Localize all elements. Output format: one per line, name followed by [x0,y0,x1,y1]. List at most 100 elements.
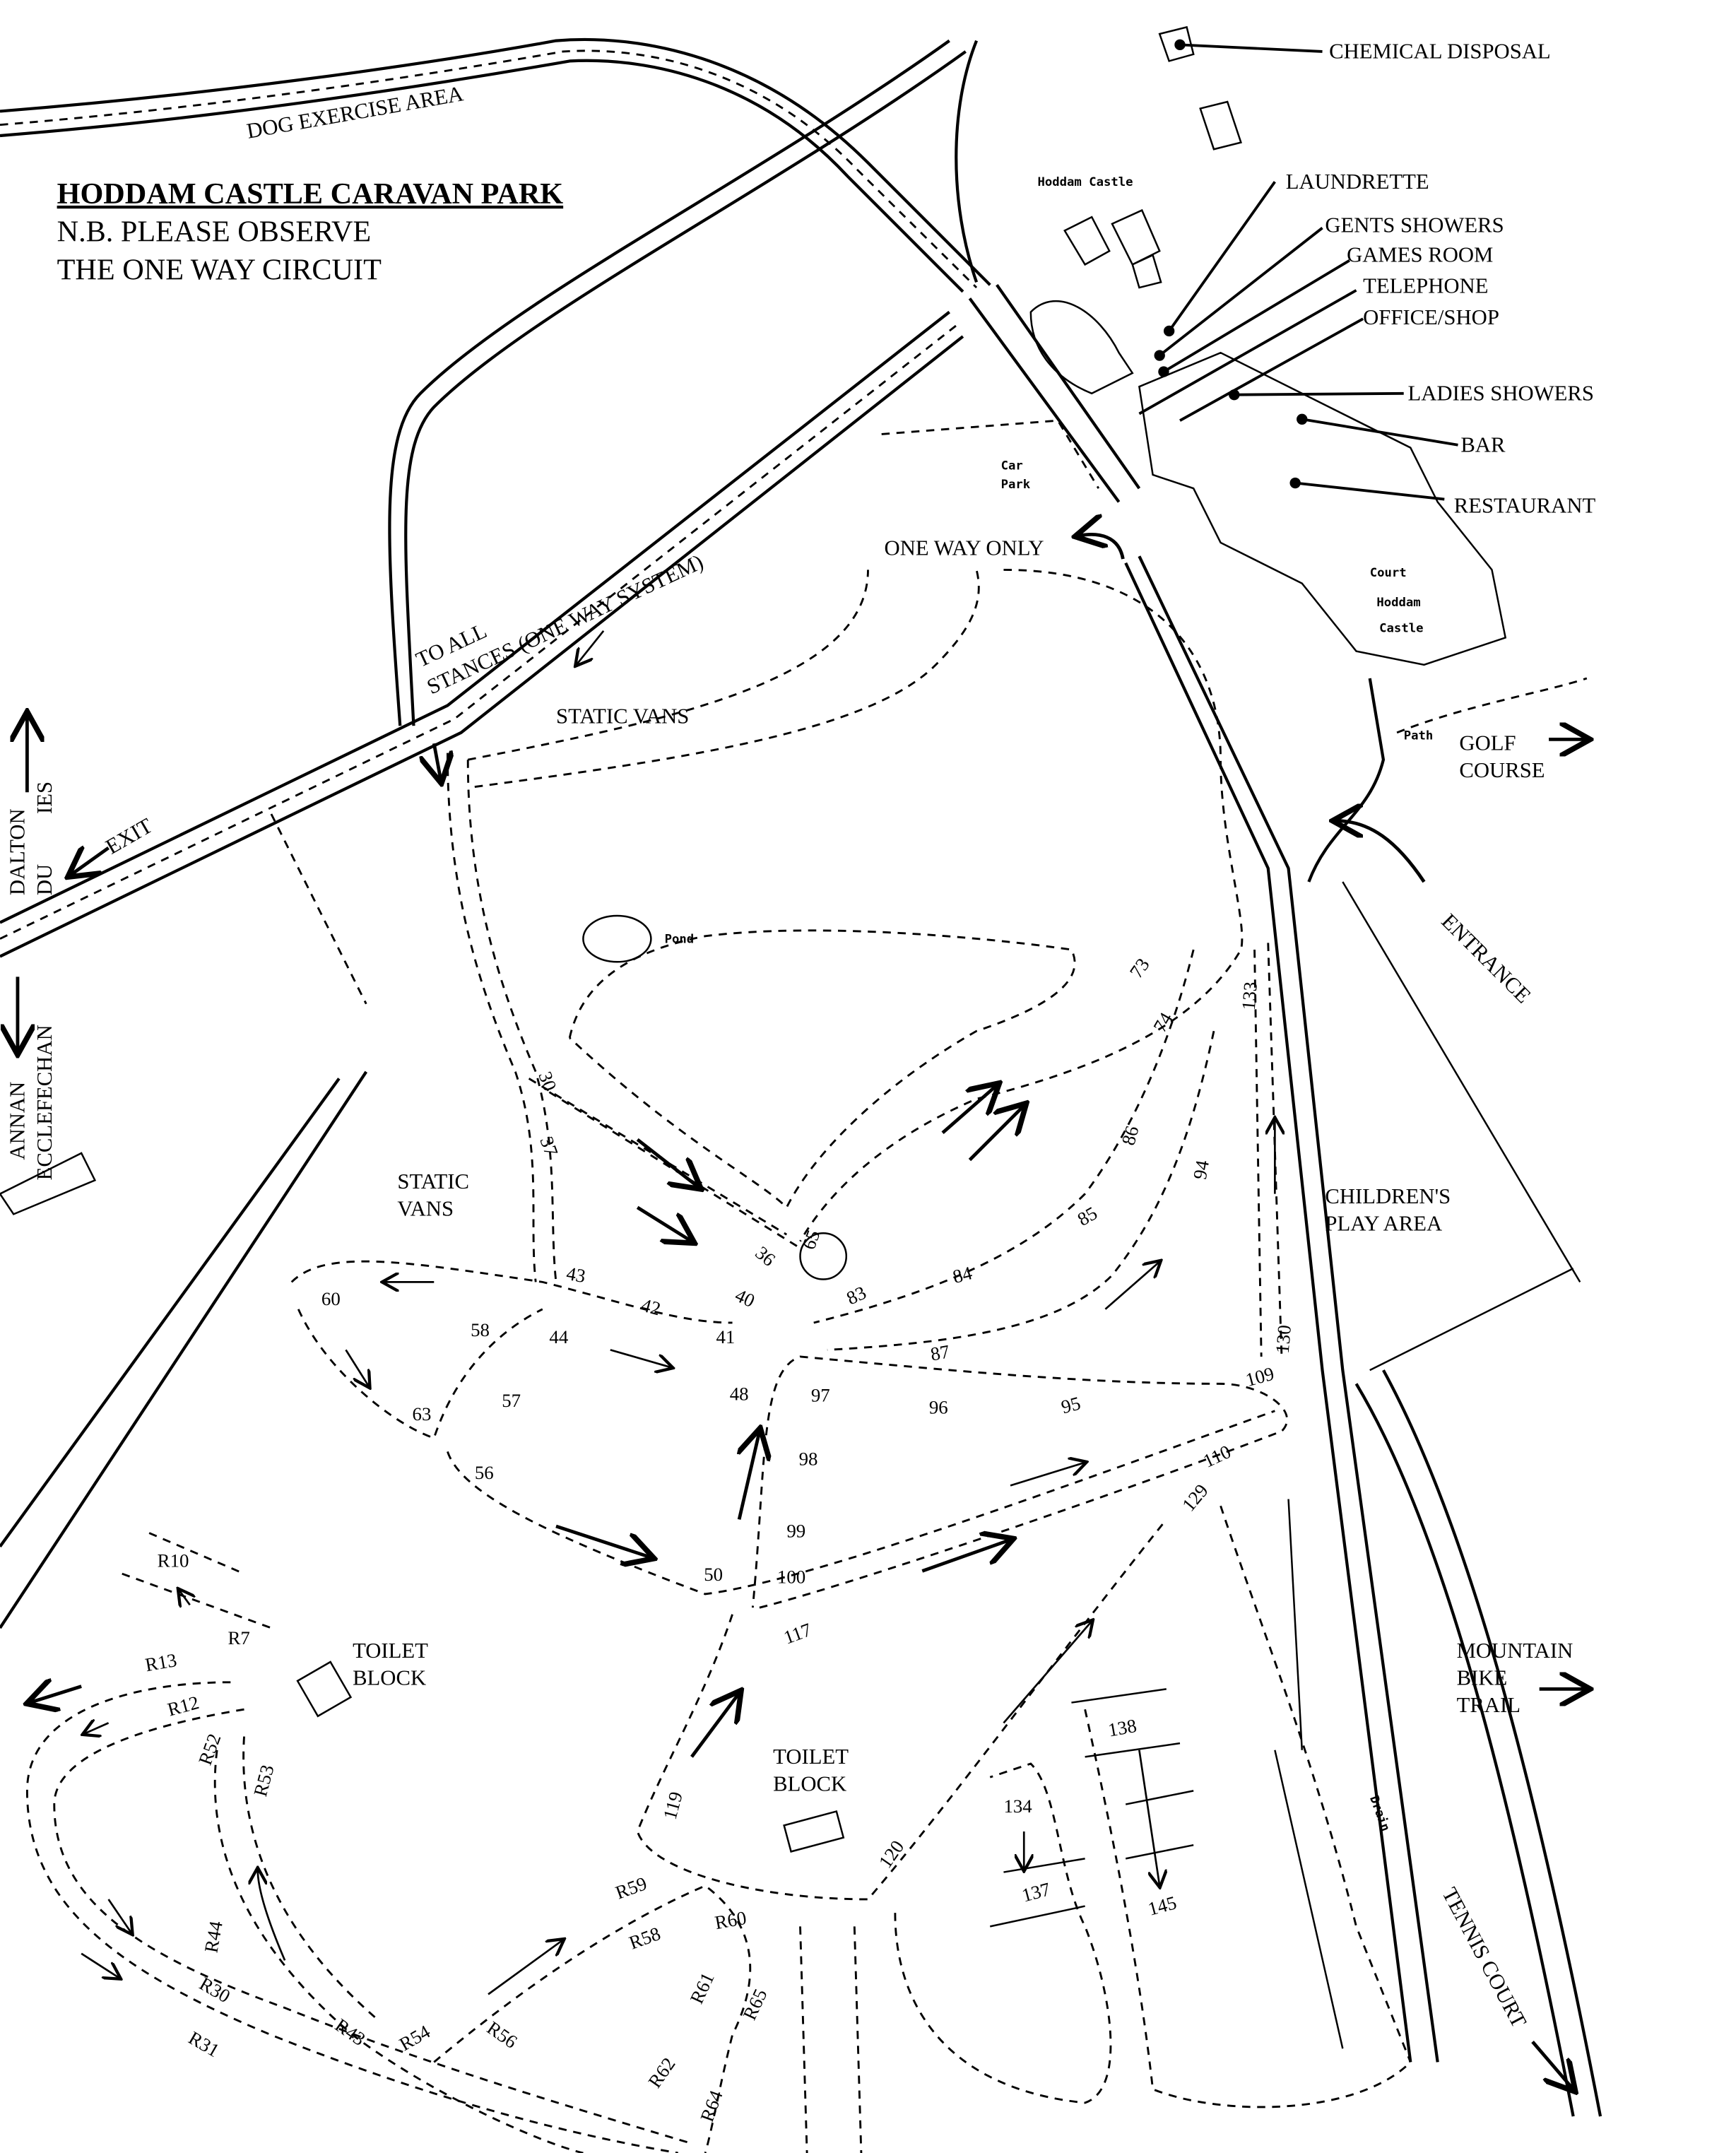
stance-36: 36 [751,1242,779,1270]
drain-label: Drain [1366,1794,1393,1834]
gents-showers-label: GENTS SHOWERS [1325,213,1504,237]
stance-137: 137 [1020,1878,1053,1906]
stance-133: 133 [1238,981,1261,1011]
stance-117: 117 [781,1619,814,1648]
path-arrow-icon [941,1085,997,1134]
toilet-block-central-shape [783,1810,845,1853]
stance-r53: R53 [249,1762,278,1798]
stance-63: 63 [413,1403,432,1424]
toilet-block-central-label-1: TOILET [773,1745,849,1769]
stance-r7: R7 [228,1627,249,1648]
stance-60: 60 [321,1288,341,1309]
toilet-block-west-label-1: TOILET [353,1639,428,1663]
tennis-court-label: TENNIS COURT [1437,1884,1531,2032]
laundrette-label: LAUNDRETTE [1286,170,1429,194]
path-arrow-icon [968,1106,1024,1162]
car-park-label-1: Car [1001,459,1023,473]
games-room-label: GAMES ROOM [1347,243,1493,267]
path-arrow-icon [1003,1621,1092,1724]
notice-line-2: THE ONE WAY CIRCUIT [57,254,382,287]
bar-label: BAR [1460,432,1506,456]
stance-65-circle [799,1232,848,1280]
stance-r60: R60 [713,1907,748,1933]
path-arrow-icon [84,1723,110,1733]
path-arrow-icon [107,1899,132,1933]
one-way-arrows [18,534,1587,2089]
path-arrow-icon [30,1687,82,1703]
stance-98: 98 [799,1449,818,1470]
stance-r58: R58 [626,1923,663,1954]
stance-97: 97 [811,1384,830,1405]
stance-r56: R56 [483,2017,521,2053]
path-arrow-icon [739,1432,760,1520]
stance-r59: R59 [613,1872,649,1904]
entrance-label: ENTRANCE [1437,909,1536,1008]
path-label: Path [1404,729,1434,743]
path-arrow-icon [345,1349,369,1386]
path-arrow-icon [555,1524,651,1557]
course-label: COURSE [1459,758,1545,782]
restaurant-label: RESTAURANT [1454,494,1596,518]
stance-50: 50 [704,1564,723,1585]
stance-43: 43 [565,1263,587,1287]
path-arrow-icon [1010,1463,1085,1487]
path-arrow-icon [577,630,605,665]
roads [0,37,1602,2117]
court-castle-label: Castle [1379,622,1423,636]
stance-83: 83 [843,1282,869,1309]
path-arrow-icon [1531,2041,1573,2089]
stance-r54: R54 [396,2021,434,2055]
stance-30: 30 [534,1068,560,1094]
stance-r43: R43 [331,2015,370,2050]
dumfries-label-1: DU [33,864,57,895]
static-vans-west-label-1: STATIC [397,1169,469,1193]
path-arrow-icon [636,1205,692,1241]
pond-label: Pond [665,932,695,946]
path-arrow-icon [488,1940,563,1995]
court-label: Court [1370,566,1407,580]
dog-exercise-label: DOG EXERCISE AREA [245,81,466,143]
chemical-disposal-label: CHEMICAL DISPOSAL [1329,40,1551,64]
notice-line-1: N.B. PLEASE OBSERVE [57,216,372,249]
stance-r13: R13 [143,1649,178,1675]
stance-r10: R10 [158,1550,189,1571]
childrens-play-label-2: PLAY AREA [1325,1211,1442,1235]
ladies-showers-label: LADIES SHOWERS [1407,381,1594,405]
path-arrow-icon [690,1693,739,1758]
stance-r62: R62 [644,2053,679,2092]
annan-label: ANNAN [6,1082,30,1160]
stances-arrow-icon [434,743,441,780]
toilet-block-west-label-2: BLOCK [353,1666,426,1690]
stance-120: 120 [875,1836,909,1872]
stance-134: 134 [1003,1795,1032,1817]
path-arrow-icon [636,1138,698,1187]
stance-42: 42 [639,1294,663,1320]
childrens-play-label-1: CHILDREN'S [1325,1184,1451,1208]
stance-r30: R30 [196,1973,234,2007]
stance-r61: R61 [686,1969,719,2007]
stance-56: 56 [475,1462,494,1483]
path-arrow-icon [81,1952,119,1978]
stance-r64: R64 [696,2087,727,2125]
one-way-only-label: ONE WAY ONLY [885,536,1044,560]
stance-95: 95 [1059,1392,1083,1417]
stance-94: 94 [1189,1158,1213,1181]
stance-87: 87 [929,1340,952,1364]
car-park-label-2: Park [1001,478,1031,492]
path-arrow-icon [1138,1750,1159,1886]
static-vans-north-label: STATIC VANS [556,704,689,728]
court-hoddam-label: Hoddam [1376,596,1420,610]
stance-145: 145 [1146,1892,1179,1919]
stance-57: 57 [502,1390,521,1411]
stance-r44: R44 [200,1919,226,1954]
stance-48: 48 [730,1383,749,1404]
path-arrow-icon [1104,1262,1159,1310]
bike-label: BIKE [1457,1666,1508,1690]
stance-44: 44 [549,1326,568,1347]
static-vans-west-label-2: VANS [397,1196,454,1220]
stance-138: 138 [1106,1715,1138,1741]
trail-label: TRAIL [1457,1693,1521,1717]
stance-40: 40 [732,1285,758,1312]
stance-129: 129 [1178,1480,1212,1515]
